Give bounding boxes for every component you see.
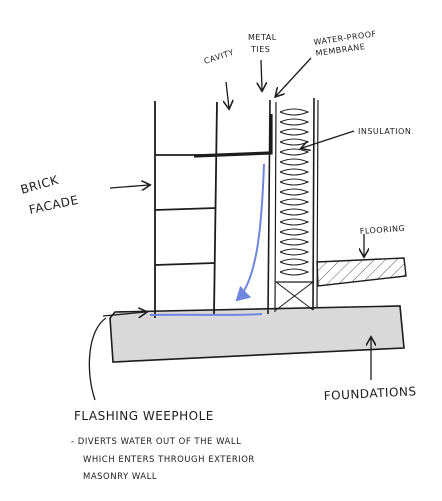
label-foundations: FOUNDATIONS [323,384,416,403]
insulation-frame [267,97,319,315]
flooring-slab [316,257,407,287]
label-metal-ties-line1: METAL [248,33,277,42]
brick-wall [154,101,218,318]
label-cavity: CAVITY [203,48,235,66]
note-line-3: MASONRY WALL [83,472,157,482]
foundation-slab [109,305,405,363]
insulation-coils [279,108,310,276]
label-brick-line2: FACADE [28,193,80,217]
leader-arrows [88,57,371,401]
label-insulation: INSULATION [358,127,411,136]
label-flashing-weephole: FLASHING WEEPHOLE [74,409,214,423]
note-line-2: WHICH ENTERS THROUGH EXTERIOR [83,455,255,465]
label-brick-line1: BRICK [19,173,61,197]
metal-tie [193,114,273,158]
label-metal-ties-line2: TIES [250,45,270,54]
label-flooring: FLOORING [360,224,406,236]
water-path-arrow [235,163,265,302]
water-outlet-line [149,313,263,316]
note-line-1: - DIVERTS WATER OUT OF THE WALL [71,437,241,447]
